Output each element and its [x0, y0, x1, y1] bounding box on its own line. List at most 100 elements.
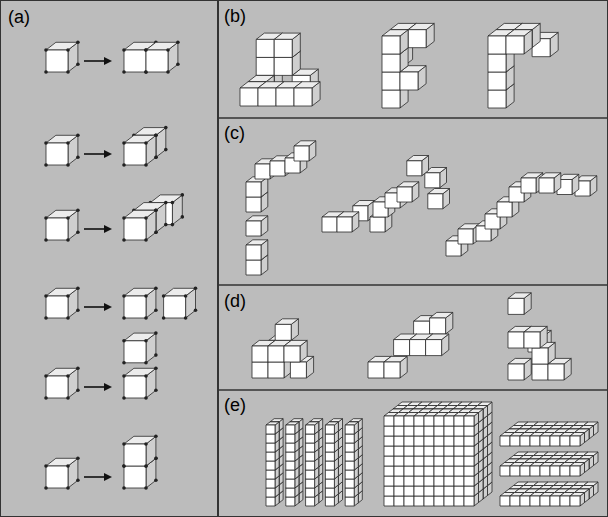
cube-face	[286, 479, 295, 488]
cube-face	[560, 496, 570, 506]
cube-face	[444, 456, 454, 466]
cube-face	[274, 39, 292, 57]
cube-face	[134, 203, 166, 211]
panel-label: (e)	[224, 396, 246, 414]
cube-face	[46, 466, 68, 488]
corner-dot	[171, 201, 175, 205]
cube-face	[464, 466, 474, 476]
cube-face	[500, 466, 510, 476]
cube-face	[384, 416, 394, 426]
arrow-line	[84, 386, 106, 388]
cube-face	[426, 334, 449, 340]
cube-face	[414, 416, 424, 426]
corner-dot	[122, 396, 126, 400]
cube-face	[397, 182, 419, 187]
cube-face	[345, 422, 358, 425]
cube-face	[444, 436, 454, 446]
cube-face	[508, 332, 524, 348]
cube-face	[394, 446, 404, 456]
corner-dot	[154, 435, 158, 439]
corner-dot	[44, 374, 48, 378]
corner-dot	[154, 353, 158, 357]
corner-dot	[44, 486, 48, 490]
cube-face	[394, 340, 410, 356]
cube-face	[404, 486, 414, 496]
corner-dot	[122, 294, 126, 298]
cube-face	[444, 426, 454, 436]
cube-face	[408, 23, 434, 29]
cube-face	[266, 425, 275, 434]
cube-face	[258, 88, 276, 106]
corner-dot	[44, 396, 48, 400]
corner-dot	[184, 294, 188, 298]
cube-face	[46, 368, 78, 376]
cube-face	[345, 443, 354, 452]
corner-dot	[66, 316, 70, 320]
cube-face	[329, 419, 342, 422]
cube-face	[414, 466, 424, 476]
cube-face	[384, 356, 407, 362]
corner-dot	[154, 367, 158, 371]
cube-face	[444, 446, 454, 456]
arrow-line	[84, 153, 106, 155]
cube-face	[510, 466, 520, 476]
cube-face	[454, 426, 464, 436]
corner-dot	[144, 163, 148, 167]
cube-face	[404, 466, 414, 476]
cube-face	[275, 319, 298, 325]
cube-face	[248, 75, 274, 81]
cube-face	[384, 486, 394, 496]
cube-face	[579, 456, 594, 460]
corner-dot	[44, 294, 48, 298]
cube-face	[353, 201, 375, 206]
cube-face	[488, 72, 506, 90]
cube-face	[345, 497, 354, 506]
arrow-head	[104, 383, 112, 391]
cube-face	[530, 436, 540, 446]
arrow-line	[84, 60, 106, 62]
cube-face	[530, 466, 540, 476]
corner-dot	[44, 216, 48, 220]
cube-face	[286, 497, 295, 506]
arrow-line	[84, 476, 106, 478]
corner-dot	[154, 156, 158, 160]
panel-label: (a)	[8, 8, 30, 26]
cube-face	[124, 341, 146, 363]
corner-dot	[76, 209, 80, 213]
cube-face	[345, 434, 354, 443]
cube-face	[124, 368, 156, 376]
cube-face	[246, 216, 268, 221]
corner-dot	[66, 70, 70, 74]
cube-face	[394, 456, 404, 466]
cube-face	[550, 496, 560, 506]
cube-face	[425, 173, 440, 188]
cube-face	[294, 88, 312, 106]
cube-face	[434, 486, 444, 496]
corner-dot	[44, 464, 48, 468]
cube-group	[44, 23, 598, 506]
cube-face	[404, 426, 414, 436]
cube-face	[270, 419, 283, 422]
cube-face	[510, 496, 520, 506]
cube-face	[514, 23, 540, 29]
cube-face	[464, 436, 474, 446]
cube-face	[345, 452, 354, 461]
corner-dot	[144, 70, 148, 74]
cube-face	[570, 436, 580, 446]
corner-dot	[66, 486, 70, 490]
cube-face	[575, 489, 590, 493]
corner-dot	[66, 48, 70, 52]
cube-face	[146, 42, 178, 50]
cube-face	[394, 426, 404, 436]
cube-face	[382, 72, 400, 90]
cube-face	[404, 476, 414, 486]
cube-face	[252, 346, 268, 362]
cube-face	[414, 496, 424, 506]
cube-face	[349, 419, 362, 422]
corner-dot	[44, 163, 48, 167]
cube-face	[275, 324, 291, 340]
corner-dot	[164, 148, 168, 152]
corner-dot	[122, 141, 126, 145]
cube-face	[434, 416, 444, 426]
corner-dot	[164, 223, 168, 227]
